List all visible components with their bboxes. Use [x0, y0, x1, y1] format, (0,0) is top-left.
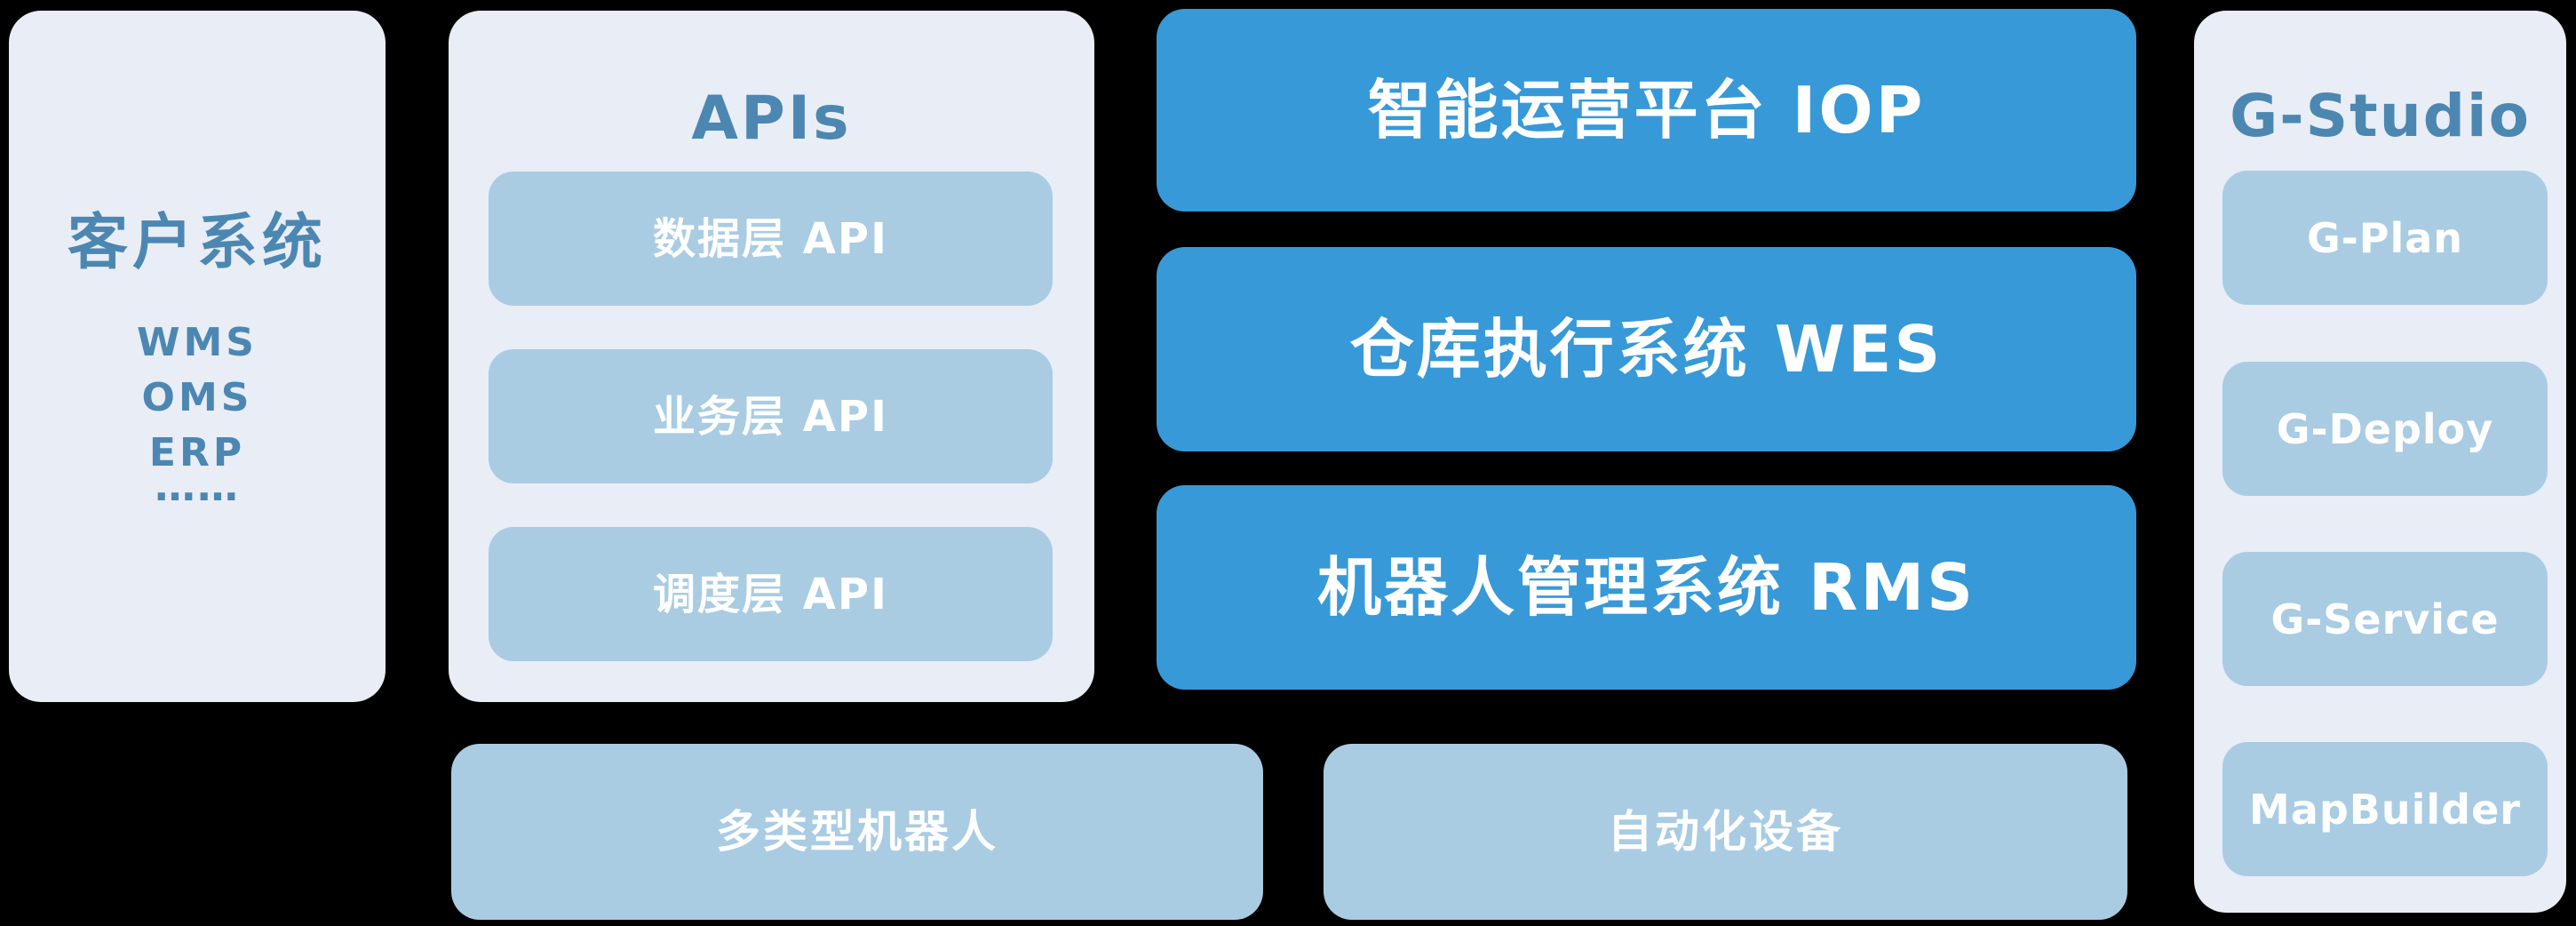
- api-block-scheduling-layer-label: 调度层 API: [653, 569, 888, 619]
- api-block-data-layer-label: 数据层 API: [653, 213, 888, 264]
- wes-system-label: 仓库执行系统 WES: [1349, 312, 1944, 387]
- mapbuilder-label: MapBuilder: [2249, 785, 2521, 834]
- api-block-business-layer: 业务层 API: [489, 349, 1053, 483]
- iop-platform-label: 智能运营平台 IOP: [1367, 73, 1926, 148]
- gplan-label: G-Plan: [2306, 213, 2464, 262]
- iop-platform-block: 智能运营平台 IOP: [1157, 9, 2136, 212]
- multi-type-robots-block: 多类型机器人: [451, 744, 1263, 920]
- rms-system-block: 机器人管理系统 RMS: [1157, 485, 2136, 690]
- customer-items-ellipsis: ……: [155, 462, 240, 510]
- gdeploy-block: G-Deploy: [2222, 362, 2548, 496]
- multi-type-robots-label: 多类型机器人: [716, 806, 998, 858]
- rms-system-label: 机器人管理系统 RMS: [1316, 550, 1976, 625]
- wes-system-block: 仓库执行系统 WES: [1157, 247, 2136, 451]
- gservice-label: G-Service: [2270, 595, 2500, 643]
- api-block-scheduling-layer: 调度层 API: [489, 527, 1053, 661]
- automation-equipment-block: 自动化设备: [1324, 744, 2127, 920]
- gstudio-panel: G-Studio G-Plan G-Deploy G-Service MapBu…: [2194, 11, 2566, 913]
- apis-title: APIs: [691, 84, 852, 154]
- customer-system-title: 客户系统: [67, 208, 327, 278]
- gstudio-title: G-Studio: [2230, 82, 2531, 150]
- apis-panel: APIs 数据层 API 业务层 API 调度层 API: [449, 11, 1094, 702]
- mapbuilder-block: MapBuilder: [2222, 742, 2548, 876]
- gservice-block: G-Service: [2222, 552, 2548, 686]
- customer-system-panel: 客户系统 WMS OMS ERP ……: [9, 11, 386, 702]
- customer-item-oms: OMS: [141, 375, 253, 420]
- gdeploy-label: G-Deploy: [2276, 404, 2494, 453]
- gplan-block: G-Plan: [2222, 171, 2548, 305]
- customer-item-wms: WMS: [136, 320, 258, 365]
- api-block-data-layer: 数据层 API: [489, 172, 1053, 306]
- automation-equipment-label: 自动化设备: [1608, 806, 1843, 858]
- api-block-business-layer-label: 业务层 API: [653, 391, 888, 442]
- customer-item-erp: ERP: [148, 430, 246, 475]
